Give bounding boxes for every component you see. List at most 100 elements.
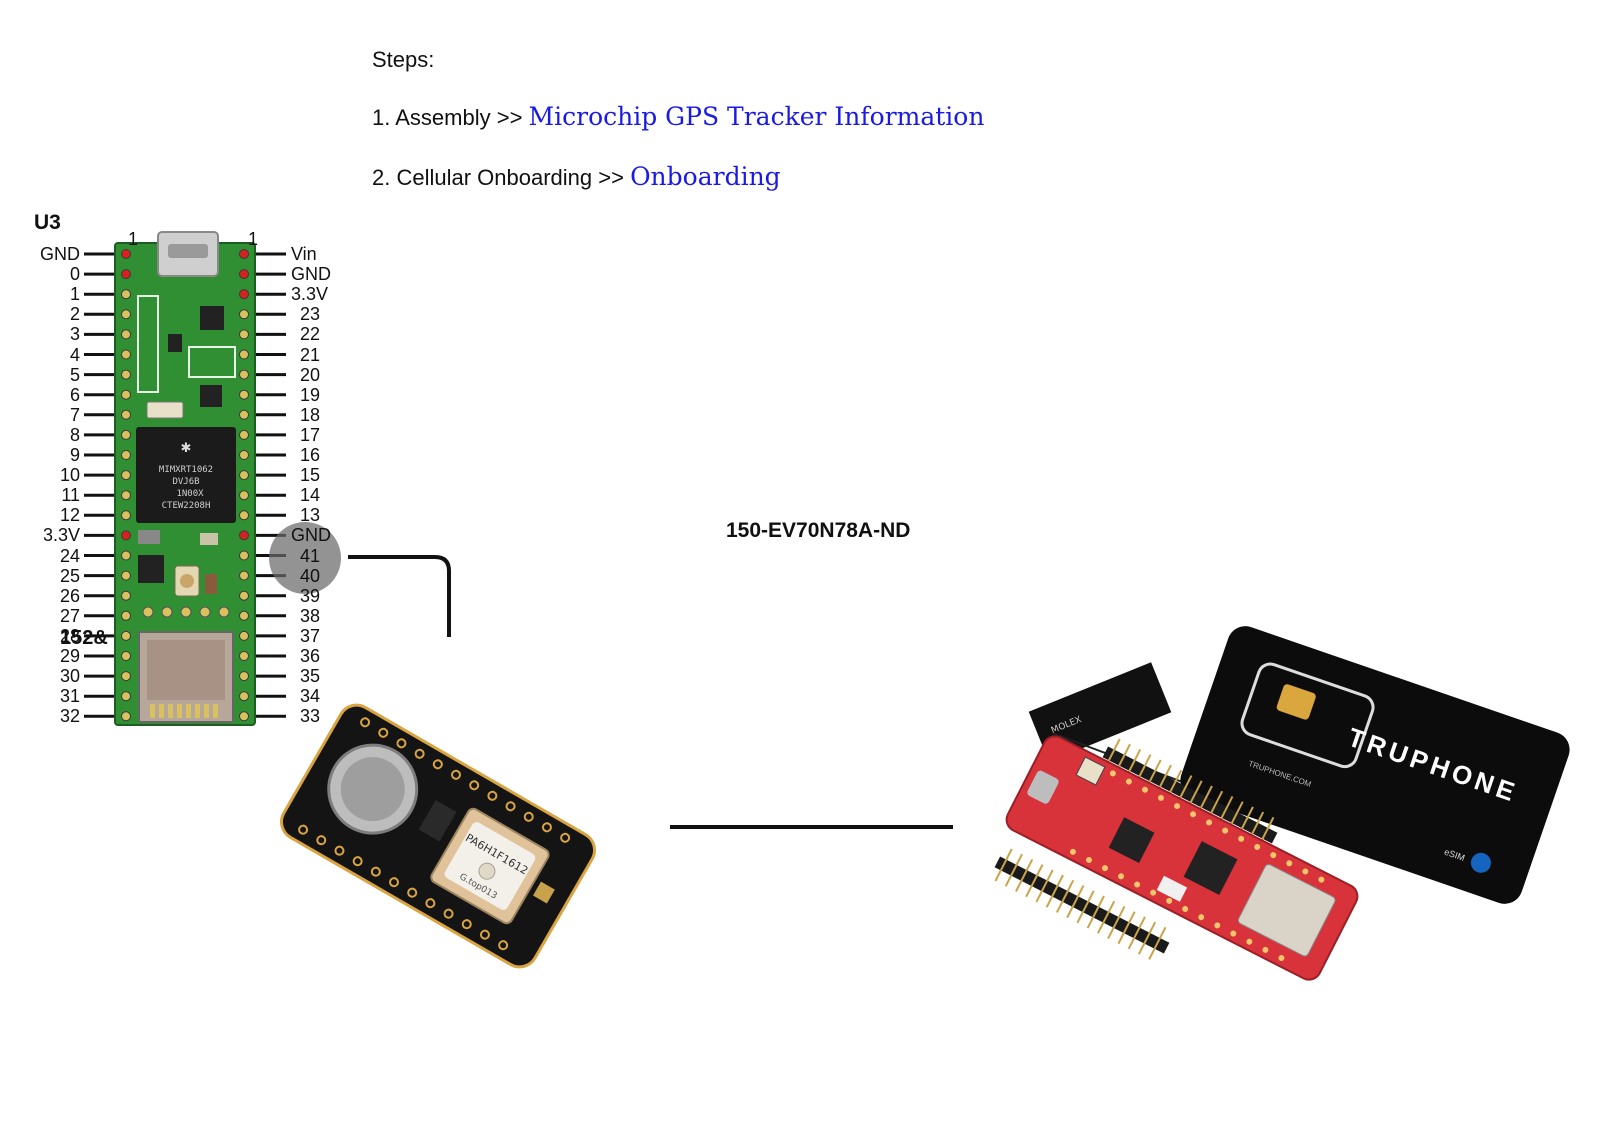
connection-marker bbox=[269, 522, 341, 594]
teensy-board: ✱ MIMXRT1062 DVJ6B 1N00X CTEW2208H bbox=[84, 231, 286, 726]
chip-label-line-2: DVJ6B bbox=[172, 477, 199, 487]
pin-pad bbox=[239, 691, 249, 702]
sd-card-slot-inner bbox=[147, 640, 225, 700]
pin-label: 38 bbox=[300, 605, 321, 626]
pin-label: 30 bbox=[59, 666, 80, 687]
onboarding-link[interactable]: Onboarding bbox=[630, 162, 781, 191]
header-pin bbox=[1107, 905, 1126, 939]
pin-label: 24 bbox=[59, 545, 80, 566]
pin-pad bbox=[121, 530, 131, 541]
header-hole bbox=[425, 898, 436, 909]
header-pin bbox=[1004, 853, 1023, 887]
header-hole bbox=[298, 824, 309, 835]
pin-label: 15 bbox=[300, 465, 321, 486]
header-hole bbox=[451, 769, 462, 780]
board-hole bbox=[1206, 819, 1213, 826]
pin-pad bbox=[121, 329, 131, 340]
pin-label: 21 bbox=[300, 344, 321, 365]
header-pin bbox=[1066, 885, 1085, 919]
pin-label: 3.3V bbox=[291, 284, 329, 305]
gps-tracker-info-link[interactable]: Microchip GPS Tracker Information bbox=[528, 102, 985, 131]
pin-label: 6 bbox=[69, 384, 80, 405]
component-c bbox=[205, 574, 217, 594]
pin-label: 20 bbox=[300, 364, 321, 385]
pin-label: 8 bbox=[69, 424, 80, 445]
pin-pad bbox=[121, 289, 131, 300]
pin-pad bbox=[239, 610, 249, 621]
wire-teensy-to-gps bbox=[348, 555, 451, 637]
board-hole bbox=[1141, 786, 1148, 793]
push-button-cap bbox=[180, 574, 194, 588]
sd-contact bbox=[186, 704, 191, 718]
pin-pad bbox=[239, 269, 249, 280]
pin-pad bbox=[239, 570, 249, 581]
cellular-dev-board bbox=[1005, 735, 1359, 981]
board-hole bbox=[1270, 852, 1277, 859]
sim-card: TRUPHONE TRUPHONE.COM eSIM bbox=[1180, 626, 1570, 904]
board-hole bbox=[1109, 770, 1116, 777]
pin-label: 2 bbox=[69, 304, 80, 325]
debugger-chip bbox=[1108, 817, 1155, 864]
header-hole bbox=[461, 919, 472, 930]
board-hole bbox=[1134, 881, 1141, 888]
freescale-logo: ✱ bbox=[181, 441, 192, 456]
board-hole bbox=[1318, 876, 1325, 883]
gps-ref-label: 152& bbox=[60, 627, 108, 649]
through-hole bbox=[180, 606, 192, 618]
pin-label: Vin bbox=[291, 244, 317, 264]
chip-label-line-4: CTEW2208H bbox=[162, 501, 211, 511]
chip-label-line-1: MIMXRT1062 bbox=[159, 465, 213, 475]
pin-pad bbox=[239, 671, 249, 682]
pin-label: 18 bbox=[300, 404, 321, 425]
right-pin-pads bbox=[239, 249, 249, 722]
pin-pad bbox=[121, 349, 131, 360]
pin-pad bbox=[121, 711, 131, 722]
pin-label: 1 bbox=[69, 284, 80, 305]
pin-pad bbox=[239, 711, 249, 722]
ic-small-3 bbox=[168, 334, 182, 352]
sd-contacts bbox=[150, 704, 218, 718]
pin-label: GND bbox=[291, 525, 331, 546]
pin-pad bbox=[121, 369, 131, 380]
gps-regulator bbox=[418, 800, 457, 842]
header-hole bbox=[378, 727, 389, 738]
pin-pad bbox=[121, 590, 131, 601]
silkscreen-outline bbox=[137, 295, 159, 393]
pin-label: 31 bbox=[59, 686, 80, 707]
pin-label: 17 bbox=[300, 424, 321, 445]
board-hole bbox=[1150, 889, 1157, 896]
usb-c-connector bbox=[1027, 770, 1059, 804]
pin-label: 9 bbox=[69, 445, 80, 465]
board-hole bbox=[1254, 843, 1261, 850]
pin-pad bbox=[239, 329, 249, 340]
component-a bbox=[138, 530, 160, 544]
header-pin bbox=[1025, 864, 1044, 898]
pin-label: 28 bbox=[59, 625, 80, 646]
pin-pad bbox=[121, 651, 131, 661]
sd-contact bbox=[195, 704, 200, 718]
pin-label: 26 bbox=[59, 585, 80, 606]
board-hole bbox=[1262, 946, 1269, 953]
header-pin bbox=[1056, 879, 1075, 913]
pin-label: 19 bbox=[300, 384, 321, 405]
flash-chip bbox=[138, 555, 164, 583]
pin-label: 23 bbox=[300, 304, 321, 325]
pin-label: 7 bbox=[69, 404, 80, 425]
sim-chip bbox=[1276, 684, 1316, 720]
pin-pad bbox=[121, 450, 131, 460]
pin-pad bbox=[121, 409, 131, 420]
ic-small-1 bbox=[200, 306, 224, 330]
pin-one-marker-left: 1 bbox=[128, 229, 139, 249]
board-hole bbox=[1190, 811, 1197, 818]
esim-icon bbox=[1470, 852, 1491, 873]
pin-pad bbox=[239, 389, 249, 400]
step-assembly-prefix: 1. Assembly >> bbox=[372, 105, 529, 130]
ic-small-2 bbox=[200, 385, 222, 407]
board-hole bbox=[1166, 897, 1173, 904]
board-hole bbox=[1230, 930, 1237, 937]
pin-pad bbox=[239, 249, 249, 259]
pin-pad bbox=[239, 369, 249, 380]
pin-label: GND bbox=[291, 264, 331, 285]
header-hole bbox=[541, 822, 552, 833]
step-onboarding: 2. Cellular Onboarding >> Onboarding bbox=[372, 162, 781, 191]
